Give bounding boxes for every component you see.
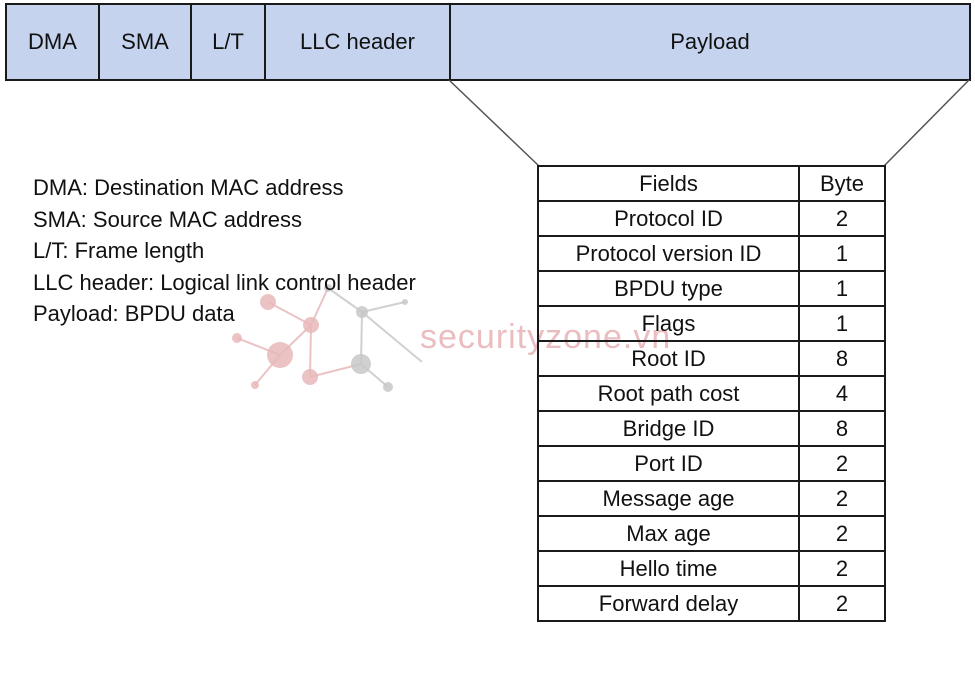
field-name-cell: Port ID xyxy=(537,445,800,482)
legend-item-lt: L/T: Frame length xyxy=(33,238,205,263)
field-name-cell: Flags xyxy=(537,305,800,342)
field-bytes-cell: 2 xyxy=(798,480,886,517)
field-bytes-cell: 1 xyxy=(798,305,886,342)
frame-segment-lt: L/T xyxy=(192,5,266,79)
field-name-cell: Forward delay xyxy=(537,585,800,622)
header-byte: Byte xyxy=(798,165,886,202)
legend-item-dma: DMA: Destination MAC address xyxy=(33,175,344,200)
frame-segment-payload: Payload xyxy=(451,5,969,79)
abbreviation-legend: DMA: Destination MAC address SMA: Source… xyxy=(33,172,416,330)
field-bytes-cell: 8 xyxy=(798,340,886,377)
field-bytes-cell: 2 xyxy=(798,515,886,552)
field-bytes-cell: 1 xyxy=(798,235,886,272)
field-bytes-cell: 2 xyxy=(798,200,886,237)
field-name-cell: Root ID xyxy=(537,340,800,377)
frame-segment-llc-header: LLC header xyxy=(266,5,451,79)
network-nodes-icon xyxy=(232,284,423,392)
field-name-cell: Protocol ID xyxy=(537,200,800,237)
field-bytes-cell: 4 xyxy=(798,375,886,412)
frame-segment-dma: DMA xyxy=(7,5,100,79)
expansion-line-left xyxy=(448,79,540,167)
field-bytes-cell: 1 xyxy=(798,270,886,307)
legend-item-sma: SMA: Source MAC address xyxy=(33,206,302,232)
field-name-cell: Root path cost xyxy=(537,375,800,412)
header-fields: Fields xyxy=(537,165,800,202)
legend-item-payload: Payload: BPDU data xyxy=(33,301,235,326)
field-name-cell: Protocol version ID xyxy=(537,235,800,272)
table-header-row: Fields Byte xyxy=(537,165,886,202)
field-bytes-cell: 2 xyxy=(798,550,886,587)
frame-segment-sma: SMA xyxy=(100,5,192,79)
expansion-line-right xyxy=(883,79,970,167)
field-name-cell: Bridge ID xyxy=(537,410,800,447)
legend-item-llc-header: LLC header: Logical link control header xyxy=(33,269,416,295)
field-name-cell: BPDU type xyxy=(537,270,800,307)
field-bytes-cell: 2 xyxy=(798,445,886,482)
field-bytes-cell: 8 xyxy=(798,410,886,447)
field-name-cell: Message age xyxy=(537,480,800,517)
field-name-cell: Max age xyxy=(537,515,800,552)
field-name-cell: Hello time xyxy=(537,550,800,587)
field-bytes-cell: 2 xyxy=(798,585,886,622)
ethernet-frame: DMA SMA L/T LLC header Payload xyxy=(5,3,971,81)
